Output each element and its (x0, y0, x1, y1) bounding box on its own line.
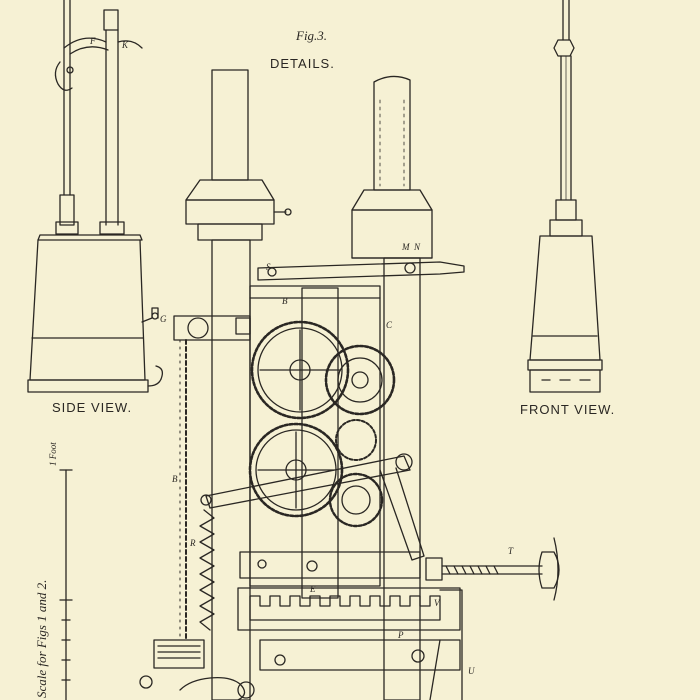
ref-letter-m: M (402, 242, 410, 252)
details-mechanism (139, 69, 560, 700)
ref-letter-r: R (190, 538, 196, 548)
ref-letter-v: V (434, 598, 440, 608)
ref-letter-t: T (508, 546, 514, 556)
ref-letter-s: S (266, 262, 271, 272)
figure-number: Fig.3. (296, 28, 328, 43)
ref-letter-n: N (414, 242, 421, 252)
ref-letter-b: B (282, 296, 288, 306)
ref-letter-c: C (386, 320, 393, 330)
scale-label: Scale for Figs 1 and 2. (34, 579, 49, 698)
side-view-label: SIDE VIEW. (52, 400, 133, 415)
details-title: DETAILS. (270, 56, 335, 71)
front-view-drawing (527, 0, 603, 393)
scale-bar (59, 469, 73, 700)
side-view-drawing (27, 0, 164, 393)
ref-letter-g: G (160, 314, 167, 324)
foot-label: 1 Foot (48, 442, 58, 466)
ref-letter-k: K (122, 40, 129, 50)
ref-letter-e: E (310, 584, 316, 594)
ref-letter-u: U (468, 666, 475, 676)
ref-letter-f: F (90, 36, 96, 46)
ref-letter-b2: B (172, 474, 178, 484)
ref-letter-p: P (398, 630, 404, 640)
front-view-label: FRONT VIEW. (520, 402, 616, 417)
